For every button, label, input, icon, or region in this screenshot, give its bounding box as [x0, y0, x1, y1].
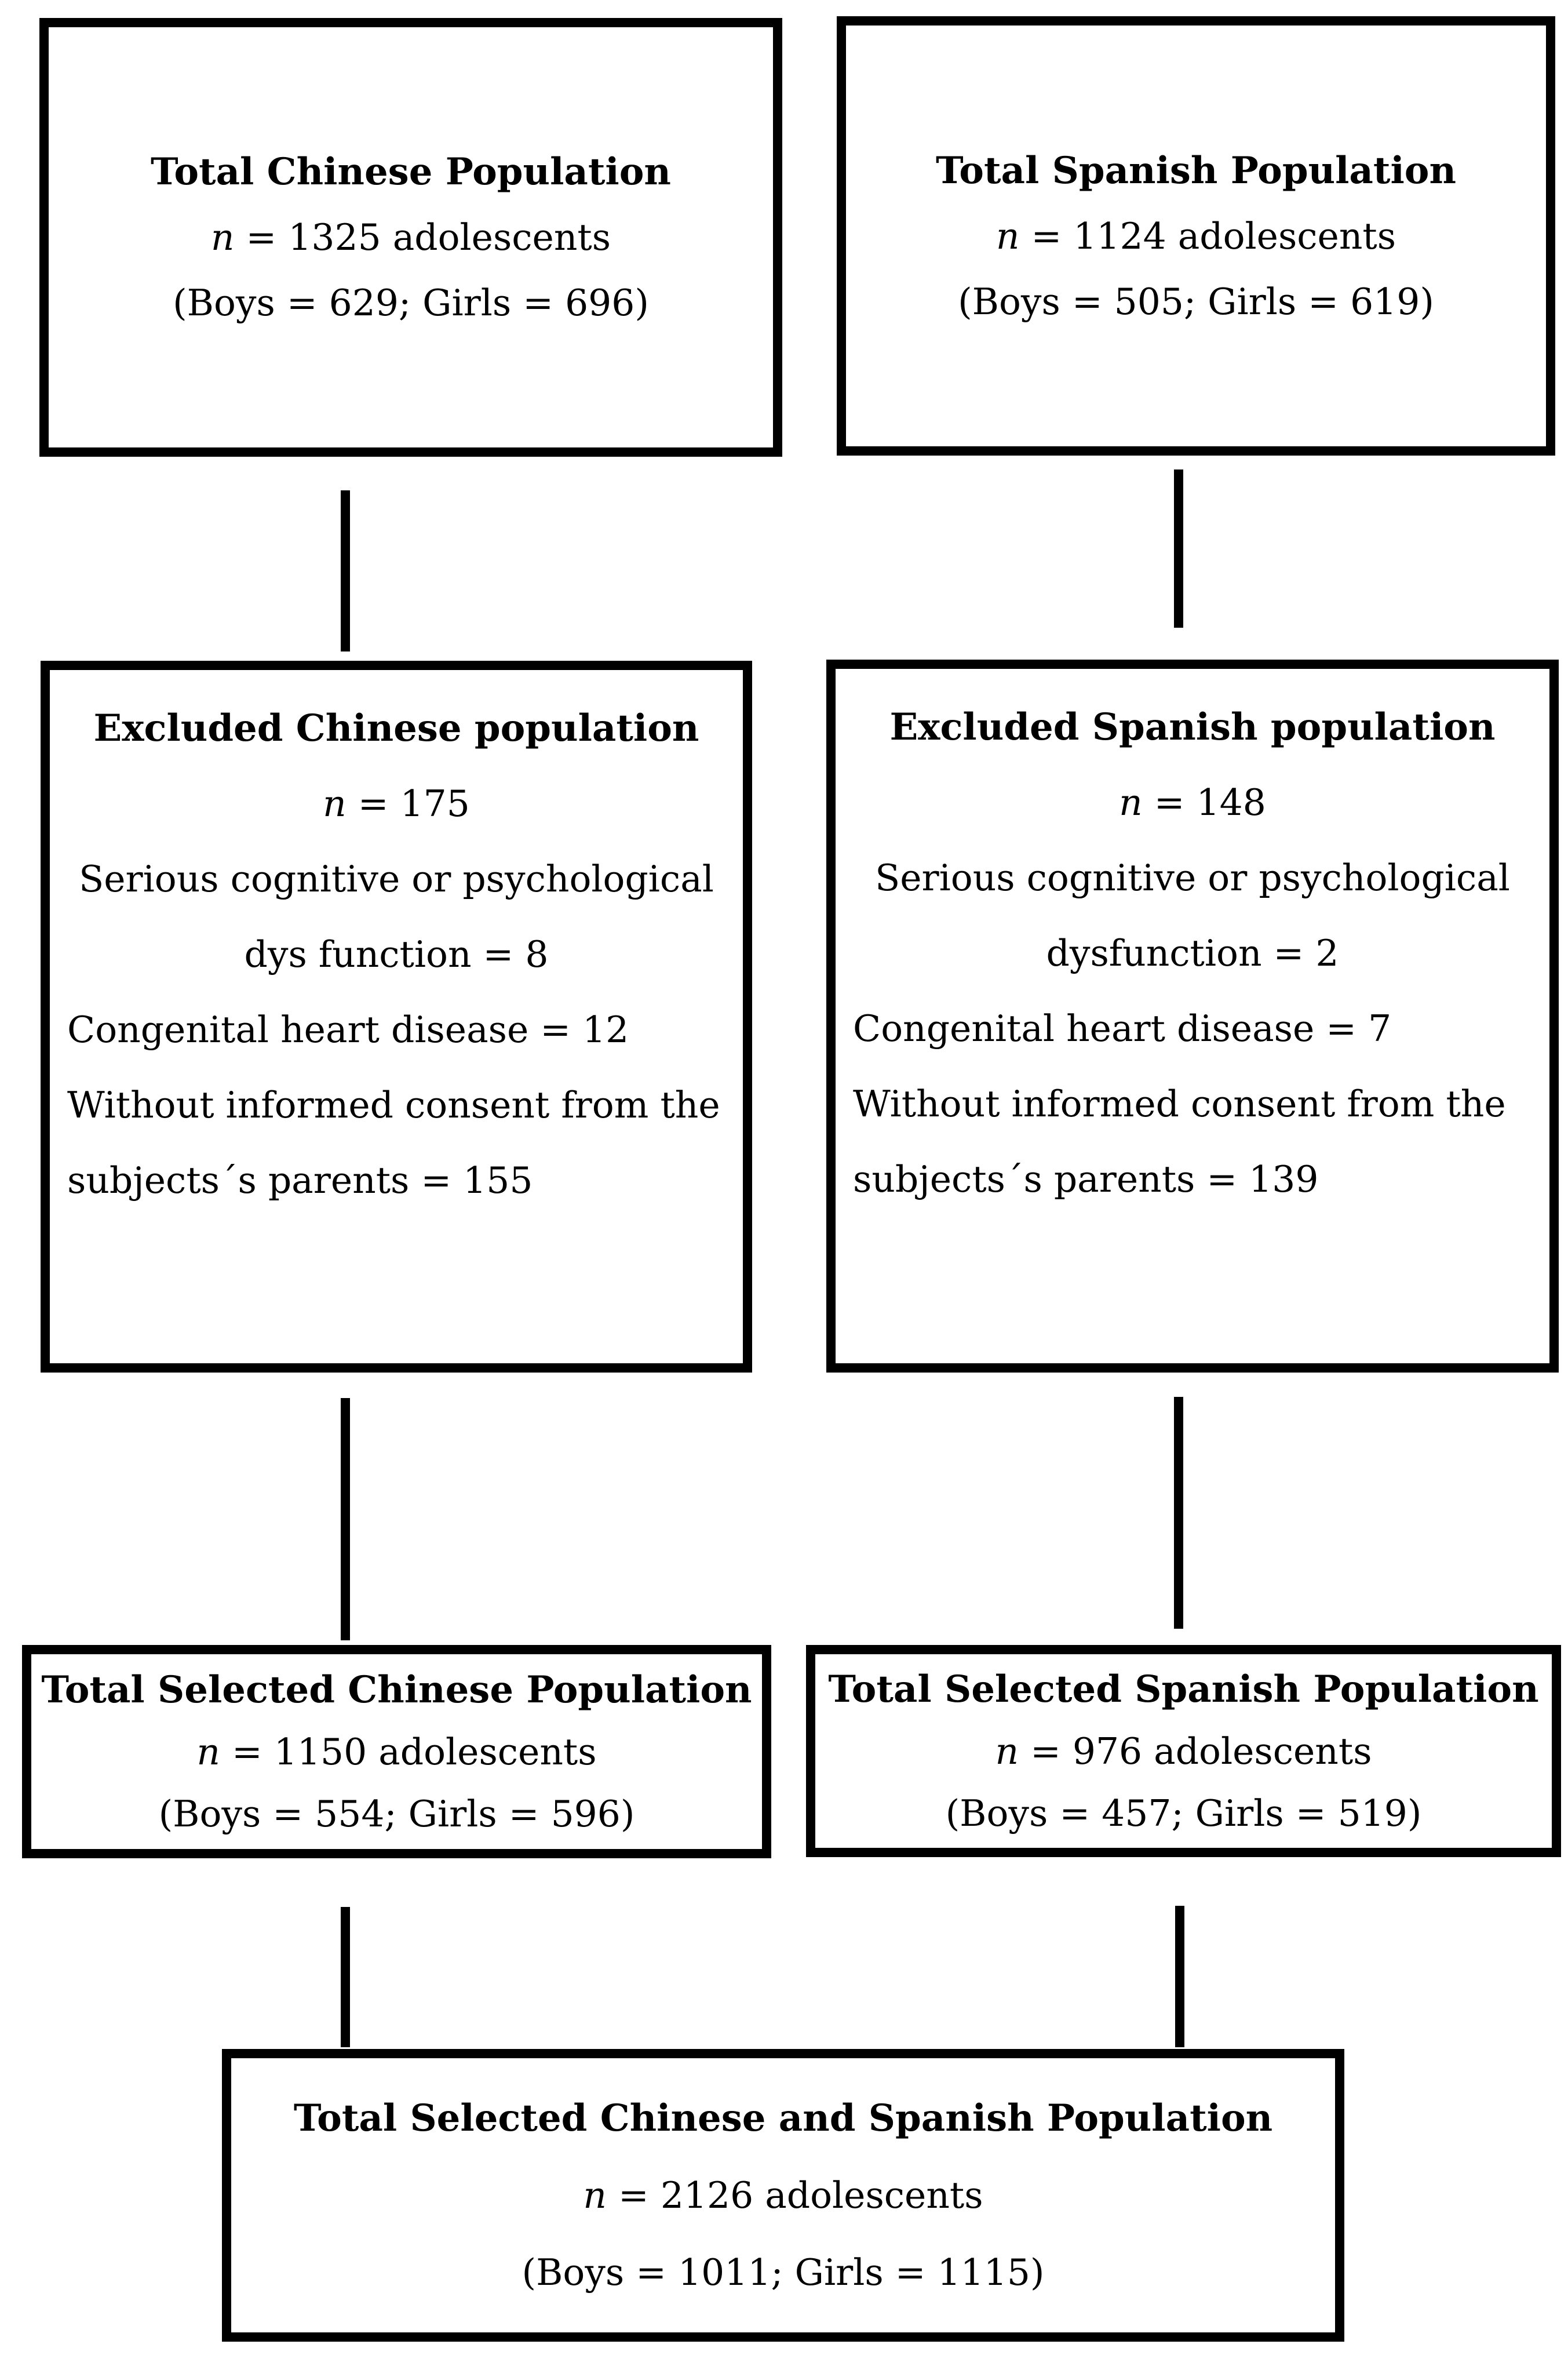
n-value: = 976 adolescents: [1019, 1730, 1372, 1772]
box-title: Excluded Chinese population: [93, 707, 699, 750]
n-value: = 2126 adolescents: [607, 2174, 983, 2216]
sex-breakdown-line: (Boys = 457; Girls = 519): [945, 1792, 1422, 1835]
n-symbol: n: [323, 782, 347, 825]
connector-chinese-selected-to-combined: [341, 1907, 350, 2047]
n-symbol: n: [210, 216, 235, 259]
box-excluded-chinese-population: Excluded Chinese population n = 175 Seri…: [41, 661, 752, 1373]
exclusion-reason-line: Serious cognitive or psychological: [875, 857, 1510, 899]
box-total-spanish-population: Total Spanish Population n = 1124 adoles…: [837, 16, 1555, 456]
n-symbol: n: [583, 2174, 607, 2216]
sex-breakdown-line: (Boys = 629; Girls = 696): [173, 282, 649, 324]
sample-size-line: n = 2126 adolescents: [583, 2157, 983, 2234]
n-value: = 148: [1142, 781, 1266, 824]
exclusion-reason-line: Congenital heart disease = 7: [853, 1007, 1392, 1050]
sample-size-line: n = 1325 adolescents: [211, 205, 611, 270]
sample-size-line: n = 175: [323, 766, 470, 842]
connector-spanish-total-to-excluded: [1174, 469, 1183, 628]
exclusion-reason-line: subjects´s parents = 139: [853, 1158, 1319, 1200]
box-title: Total Chinese Population: [151, 150, 671, 194]
connector-spanish-selected-to-combined: [1175, 1906, 1184, 2047]
n-symbol: n: [196, 1730, 220, 1773]
exclusion-reason-line: dys function = 8: [244, 933, 549, 976]
n-value: = 1124 adolescents: [1019, 214, 1396, 257]
box-title: Total Spanish Population: [936, 148, 1456, 192]
n-symbol: n: [996, 214, 1020, 257]
box-excluded-spanish-population: Excluded Spanish population n = 148 Seri…: [826, 660, 1559, 1373]
box-title: Total Selected Chinese Population: [41, 1668, 752, 1712]
n-symbol: n: [995, 1730, 1019, 1772]
n-value: = 1150 adolescents: [220, 1730, 597, 1773]
sex-breakdown-line: (Boys = 554; Girls = 596): [158, 1792, 635, 1835]
sample-size-line: n = 1150 adolescents: [196, 1721, 596, 1783]
exclusion-reason-line: Without informed consent from the: [853, 1083, 1506, 1125]
n-value: = 175: [346, 782, 470, 825]
connector-spanish-excluded-to-selected: [1174, 1397, 1183, 1629]
box-total-selected-combined-population: Total Selected Chinese and Spanish Popul…: [222, 2049, 1344, 2342]
n-value: = 1325 adolescents: [234, 216, 611, 259]
sex-breakdown-line: (Boys = 505; Girls = 619): [958, 280, 1434, 323]
box-title: Excluded Spanish population: [889, 705, 1496, 749]
sample-size-line: n = 1124 adolescents: [996, 203, 1396, 269]
box-title: Total Selected Chinese and Spanish Popul…: [293, 2096, 1273, 2140]
exclusion-reason-line: dysfunction = 2: [1046, 932, 1339, 974]
connector-chinese-excluded-to-selected: [341, 1398, 350, 1640]
exclusion-reason-line: Serious cognitive or psychological: [79, 858, 714, 900]
exclusion-reason-line: Without informed consent from the: [67, 1084, 720, 1126]
box-title: Total Selected Spanish Population: [828, 1667, 1539, 1711]
sample-size-line: n = 148: [1119, 765, 1266, 840]
exclusion-reason-line: subjects´s parents = 155: [67, 1159, 533, 1202]
n-symbol: n: [1119, 781, 1143, 824]
box-total-chinese-population: Total Chinese Population n = 1325 adoles…: [39, 18, 782, 457]
sex-breakdown-line: (Boys = 1011; Girls = 1115): [522, 2251, 1045, 2294]
box-total-selected-chinese-population: Total Selected Chinese Population n = 11…: [22, 1645, 771, 1858]
box-total-selected-spanish-population: Total Selected Spanish Population n = 97…: [806, 1645, 1561, 1857]
connector-chinese-total-to-excluded: [341, 490, 350, 651]
exclusion-reason-line: Congenital heart disease = 12: [67, 1009, 629, 1051]
sample-size-line: n = 976 adolescents: [995, 1720, 1372, 1782]
